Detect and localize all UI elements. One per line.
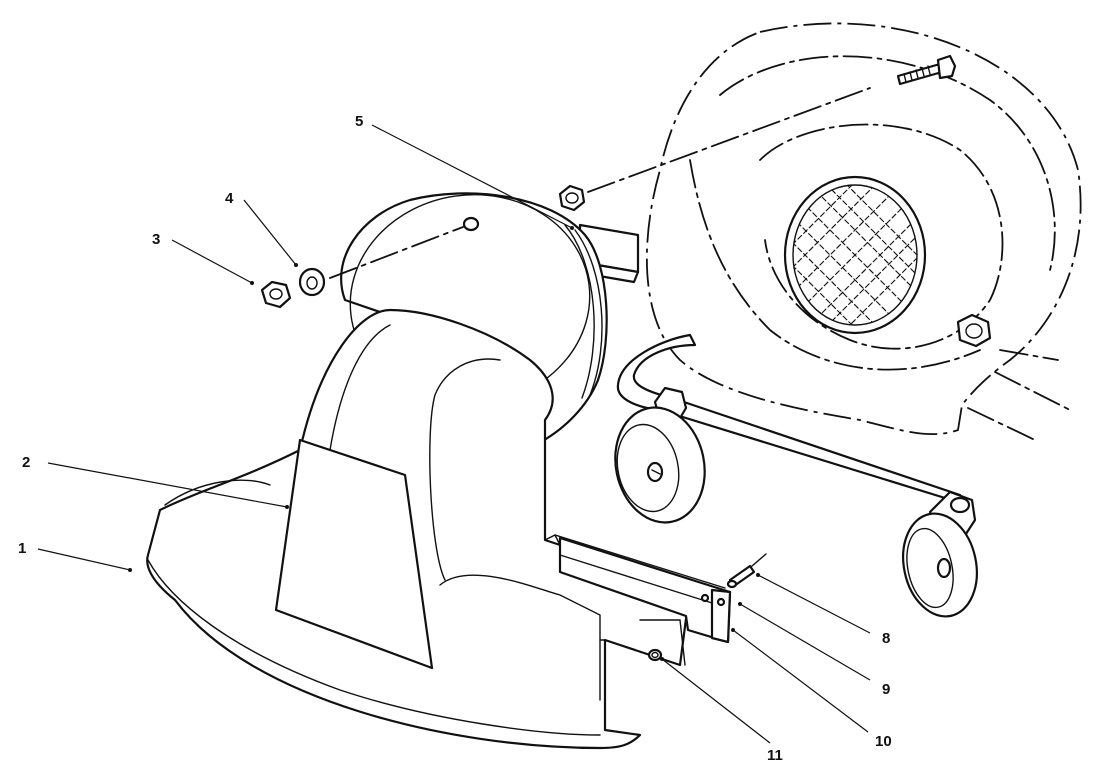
callout-labels: 1 2 3 4 5 8 9 10 11 [18, 113, 892, 764]
leader-8 [757, 574, 871, 634]
part-8-pin [726, 553, 767, 589]
leader-1 [37, 548, 131, 571]
callout-10: 10 [875, 733, 892, 750]
leader-5 [371, 124, 573, 229]
leader-3 [171, 239, 253, 284]
part-4-washer [298, 267, 326, 297]
right-caster-wheel [902, 490, 978, 618]
callout-3: 3 [152, 231, 160, 248]
leader-1-dot [128, 568, 132, 572]
callout-8: 8 [882, 630, 890, 647]
part-10-brace [558, 536, 732, 644]
left-caster-wheel [614, 386, 706, 524]
leader-10 [732, 629, 869, 733]
mount-centerline [329, 226, 464, 279]
part-2-decal [274, 438, 434, 670]
callout-11: 11 [767, 747, 783, 764]
intake-screen [783, 175, 927, 335]
leader-2 [47, 462, 288, 508]
leader-4 [243, 199, 297, 266]
part-11-bolt [647, 648, 663, 662]
leader-8-dot [756, 573, 760, 577]
callout-5: 5 [355, 113, 363, 130]
callout-4: 4 [225, 190, 234, 207]
leader-4-dot [294, 263, 298, 267]
fastener-centerline [587, 87, 871, 193]
leader-3-dot [250, 281, 254, 285]
leader-5-dot [570, 226, 574, 230]
leader-2-dot [285, 505, 289, 509]
leader-9 [739, 603, 871, 681]
callout-1: 1 [18, 540, 26, 557]
part-3-nut [260, 280, 292, 309]
leader-9-dot [738, 602, 742, 606]
motor-mount-body [146, 192, 726, 750]
callout-2: 2 [22, 454, 30, 471]
housing-hex-nut [956, 313, 992, 348]
leader-11 [661, 658, 771, 744]
phantom-bolt [896, 54, 957, 86]
leader-lines [37, 124, 871, 744]
leader-10-dot [731, 628, 735, 632]
housing-mount-nut [558, 184, 586, 212]
callout-9: 9 [882, 681, 890, 698]
leader-11-dot [660, 657, 664, 661]
